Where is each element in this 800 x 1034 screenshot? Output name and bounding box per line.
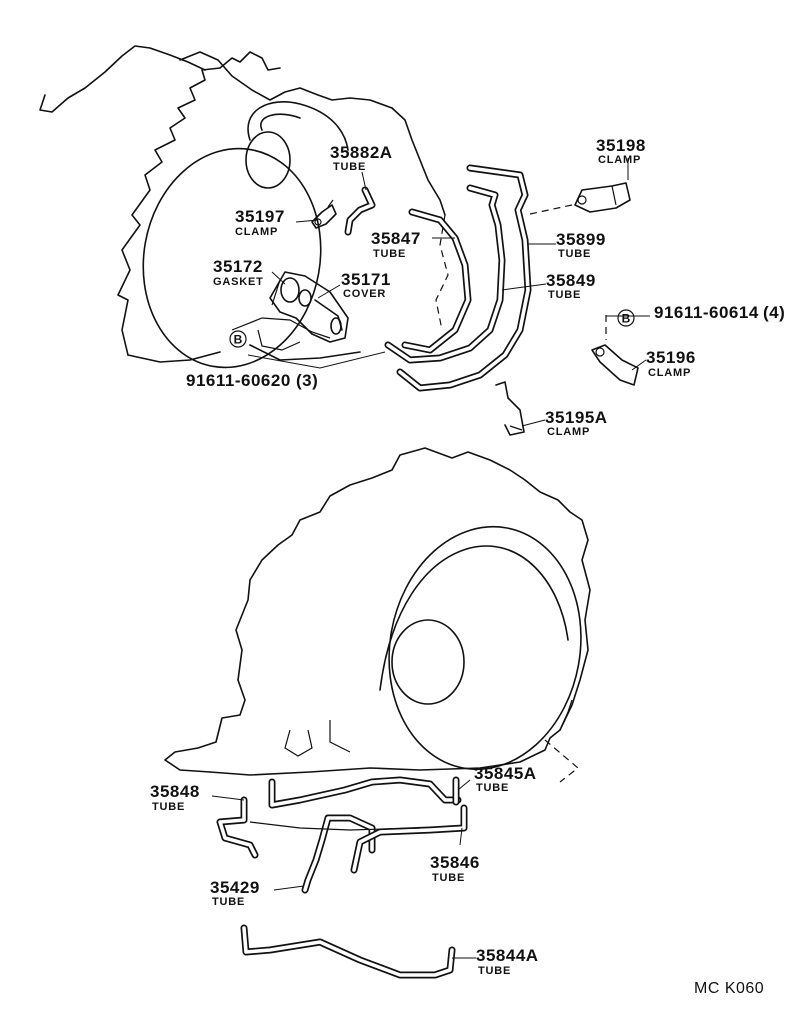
part-name-35844a: TUBE — [478, 965, 511, 977]
part-name-35849: TUBE — [548, 289, 581, 301]
part-number-35198: 35198 — [596, 136, 646, 155]
callout-35849: 35849 TUBE — [546, 271, 596, 301]
bolt-callout-91611-60614: B 91611-60614 (4) — [617, 303, 785, 327]
bolt-marker-icon — [617, 309, 635, 327]
part-number-35844a: 35844A — [476, 946, 539, 965]
part-name-35882a: TUBE — [333, 161, 366, 173]
clamp-35198-part — [529, 182, 631, 215]
part-number-35845a: 35845A — [474, 764, 537, 783]
part-number-35171: 35171 — [341, 270, 391, 289]
callout-35171: 35171 COVER — [341, 270, 391, 300]
bolt-quantity: (4) — [763, 303, 785, 322]
cooler-cover-assembly — [269, 271, 349, 343]
bolt-quantity: (3) — [296, 371, 318, 390]
callout-35198: 35198 CLAMP — [596, 136, 646, 166]
callout-35172: 35172 GASKET — [213, 257, 264, 288]
callout-35846: 35846 TUBE — [430, 853, 480, 884]
callout-35844a: 35844A TUBE — [476, 946, 539, 977]
lower-transaxle-housing — [164, 447, 591, 783]
callout-35196: 35196 CLAMP — [646, 348, 696, 379]
lower-cooler-tubes — [216, 776, 468, 894]
upper-cooler-tubes — [384, 164, 532, 392]
part-name-35429: TUBE — [212, 896, 245, 908]
clamp-35197-part — [311, 199, 337, 229]
callout-35848: 35848 TUBE — [150, 782, 200, 813]
part-number-35847: 35847 — [371, 229, 421, 248]
part-name-35172: GASKET — [213, 276, 264, 288]
callout-35195a: 35195A CLAMP — [545, 408, 608, 438]
part-name-35195a: CLAMP — [547, 426, 590, 438]
part-number-35848: 35848 — [150, 782, 200, 801]
tube-35844a-part — [240, 924, 456, 979]
part-number-35429: 35429 — [210, 878, 260, 897]
bolt-callout-91611-60620: B 91611-60620 (3) — [186, 330, 318, 390]
part-name-35845a: TUBE — [476, 782, 509, 794]
bolt-marker-icon — [229, 330, 247, 348]
bolt-part-number: 91611-60620 — [186, 371, 291, 390]
part-number-35849: 35849 — [546, 271, 596, 290]
bolt-marker-letter: B — [234, 333, 243, 347]
part-number-35846: 35846 — [430, 853, 480, 872]
part-name-35899: TUBE — [558, 248, 591, 260]
bolt-part-number: 91611-60614 — [654, 303, 759, 322]
part-name-35847: TUBE — [373, 248, 406, 260]
part-name-35171: COVER — [343, 288, 386, 300]
callout-35197: 35197 CLAMP — [235, 207, 285, 238]
clamp-35195a-part — [495, 381, 525, 436]
part-number-35197: 35197 — [235, 207, 285, 226]
tube-35882a-part — [344, 186, 376, 236]
bolt-marker-letter: B — [622, 312, 631, 326]
callout-35847: 35847 TUBE — [371, 229, 421, 260]
part-name-35846: TUBE — [432, 872, 465, 884]
part-number-35195a: 35195A — [545, 408, 608, 427]
part-name-35196: CLAMP — [648, 367, 691, 379]
diagram-code: MC K060 — [694, 980, 764, 997]
leader-lines — [211, 158, 650, 959]
part-name-35198: CLAMP — [598, 154, 641, 166]
callout-35429: 35429 TUBE — [210, 878, 260, 908]
upper-transaxle-housing — [39, 45, 449, 369]
callout-35899: 35899 TUBE — [556, 230, 606, 260]
part-number-35899: 35899 — [556, 230, 606, 249]
part-name-35197: CLAMP — [235, 226, 278, 238]
clamp-35196-part — [591, 315, 639, 386]
part-number-35172: 35172 — [213, 257, 263, 276]
part-number-35196: 35196 — [646, 348, 696, 367]
callout-35882a: 35882A TUBE — [330, 143, 393, 173]
part-name-35848: TUBE — [152, 801, 185, 813]
part-number-35882a: 35882A — [330, 143, 393, 162]
callout-35845a: 35845A TUBE — [474, 764, 537, 794]
